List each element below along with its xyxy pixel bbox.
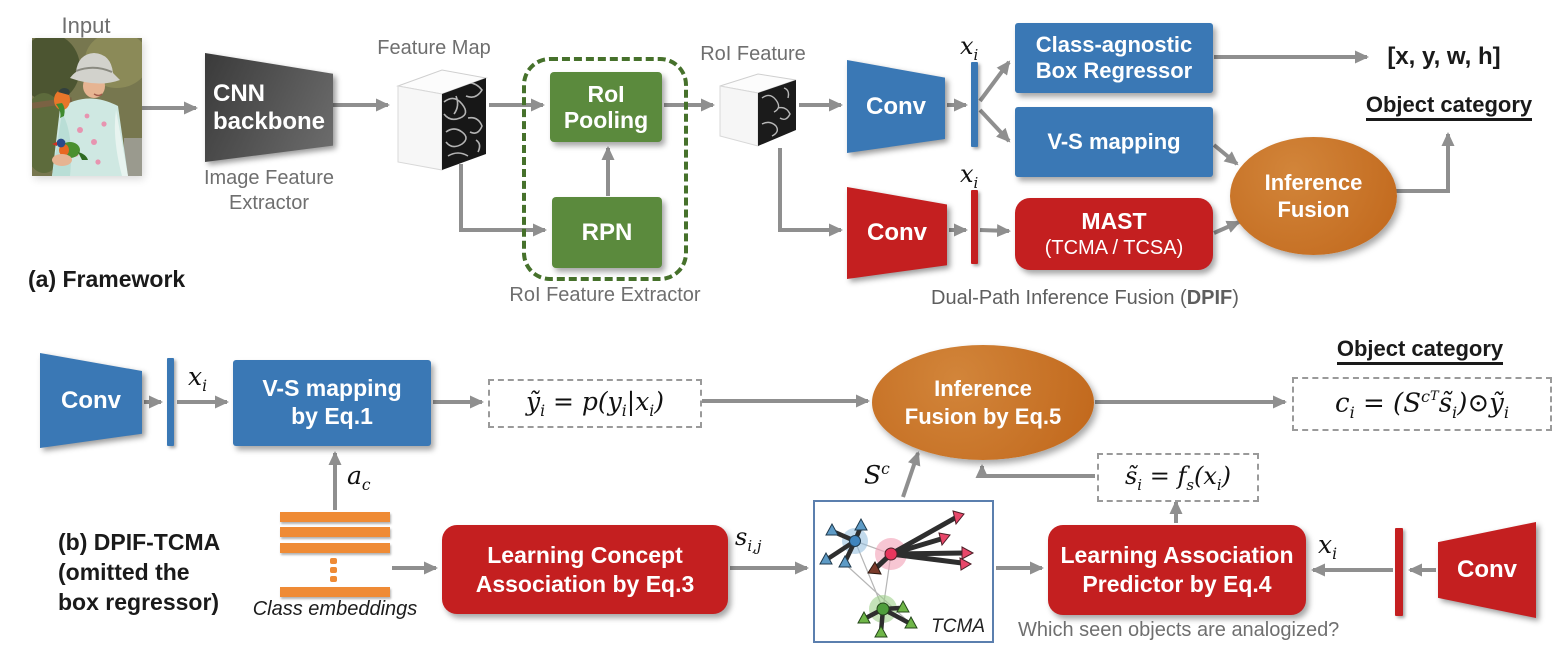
class-embedding-bar	[280, 587, 390, 597]
class-embedding-bar	[280, 543, 390, 553]
xi-label-red: xi	[960, 160, 979, 192]
arrow-featuremap-to-rpn	[459, 164, 547, 237]
y-pred-formula: ỹi = p(yi|xi)	[525, 387, 665, 420]
arrow-roifeature-to-convred	[778, 148, 843, 237]
panel-a-caption: (a) Framework	[28, 266, 186, 292]
learning-association-box: Learning Association Predictor by Eq.4	[1048, 525, 1306, 615]
bbox-output-label: [x, y, w, h]	[1387, 43, 1501, 70]
input-photo	[20, 32, 149, 176]
vs-mapping-eq1-box: V-S mapping by Eq.1	[233, 360, 431, 446]
conv-blue-block-b: Conv	[40, 353, 142, 448]
conv-red-block-b: Conv	[1438, 522, 1536, 618]
arrow-mast-to-fusion	[1213, 220, 1241, 235]
arrow-vsmapping-to-fusion	[1212, 143, 1239, 166]
sc-label: Sc	[864, 460, 890, 490]
box-regressor-box: Class-agnostic Box Regressor	[1015, 23, 1213, 93]
cnn-backbone-line2: backbone	[212, 107, 326, 135]
tcma-graph-box: TCMA	[813, 500, 994, 643]
dpif-caption: Dual-Path Inference Fusion (DPIF)	[931, 287, 1239, 309]
feature-map-cube	[396, 62, 490, 181]
xi-label-b-left: xi	[188, 362, 208, 395]
tcma-graph-art: TCMA	[819, 510, 985, 638]
xi-label-blue: xi	[960, 32, 979, 64]
arrow-bar-to-boxregressor	[978, 60, 1011, 103]
input-label: Input	[61, 13, 111, 38]
ac-label: ac	[347, 461, 371, 494]
class-embeddings-label: Class embeddings	[252, 598, 418, 620]
conv-red-block: Conv	[847, 187, 947, 279]
cnn-backbone-line1: CNN	[212, 79, 265, 107]
arrow-tcma-to-fusion5	[901, 451, 921, 498]
input-photo-art	[20, 32, 149, 176]
xi-label-b-right: xi	[1318, 530, 1338, 563]
roi-feature-label: RoI Feature	[700, 43, 806, 65]
inference-fusion-ellipse-a: Inference Fusion	[1230, 137, 1397, 255]
learning-concept-box: Learning Concept Association by Eq.3	[442, 525, 728, 614]
c-out-formula-box: ci = (ScTs̃i)⊙ỹi	[1292, 377, 1552, 431]
roi-feature-extractor-label: RoI Feature Extractor	[509, 284, 701, 306]
arrow-bar-to-mast	[979, 224, 1011, 238]
tcma-graph-label: TCMA	[931, 616, 985, 637]
sij-label: si,j	[735, 523, 762, 555]
feature-bar-red	[971, 190, 978, 264]
image-feature-extractor-label: Image Feature Extractor	[203, 167, 335, 214]
panel-b-caption: (b) DPIF-TCMA (omitted the box regressor…	[58, 529, 221, 615]
object-category-label-b: Object category	[1292, 336, 1548, 365]
inference-fusion-ellipse-b: Inference Fusion by Eq.5	[872, 345, 1094, 460]
object-category-label-a: Object category	[1349, 92, 1549, 121]
class-embedding-bar	[280, 527, 390, 537]
roi-feature-cube	[718, 68, 800, 155]
cnn-backbone-block: CNN backbone	[205, 53, 333, 162]
c-out-formula: ci = (ScTs̃i)⊙ỹi	[1335, 386, 1509, 422]
embedding-ellipsis-dot	[330, 576, 337, 582]
vs-mapping-box: V-S mapping	[1015, 107, 1213, 177]
mast-box: MAST (TCMA / TCSA)	[1015, 198, 1213, 270]
conv-blue-block: Conv	[847, 60, 945, 153]
feature-map-label: Feature Map	[377, 37, 491, 59]
s-pred-formula-box: s̃i = fs(xi)	[1097, 453, 1259, 502]
arrow-fusion-to-category-a	[1394, 132, 1455, 193]
roi-extractor-group	[522, 57, 688, 281]
feature-bar-blue-b	[167, 358, 174, 446]
class-embedding-bar	[280, 512, 390, 522]
feature-bar-blue	[971, 62, 978, 147]
arrow-spred-to-fusion5	[975, 464, 1095, 478]
roi-pooling-box: RoI Pooling	[550, 72, 662, 142]
rpn-box: RPN	[552, 197, 662, 268]
feature-bar-red-b	[1395, 528, 1403, 616]
embedding-ellipsis-dot	[330, 558, 337, 564]
y-pred-formula-box: ỹi = p(yi|xi)	[488, 379, 702, 428]
embedding-ellipsis-dot	[330, 567, 337, 573]
question-caption: Which seen objects are analogized?	[1018, 619, 1340, 641]
arrow-bar-to-vsmapping	[978, 108, 1011, 143]
s-pred-formula: s̃i = fs(xi)	[1124, 461, 1232, 494]
